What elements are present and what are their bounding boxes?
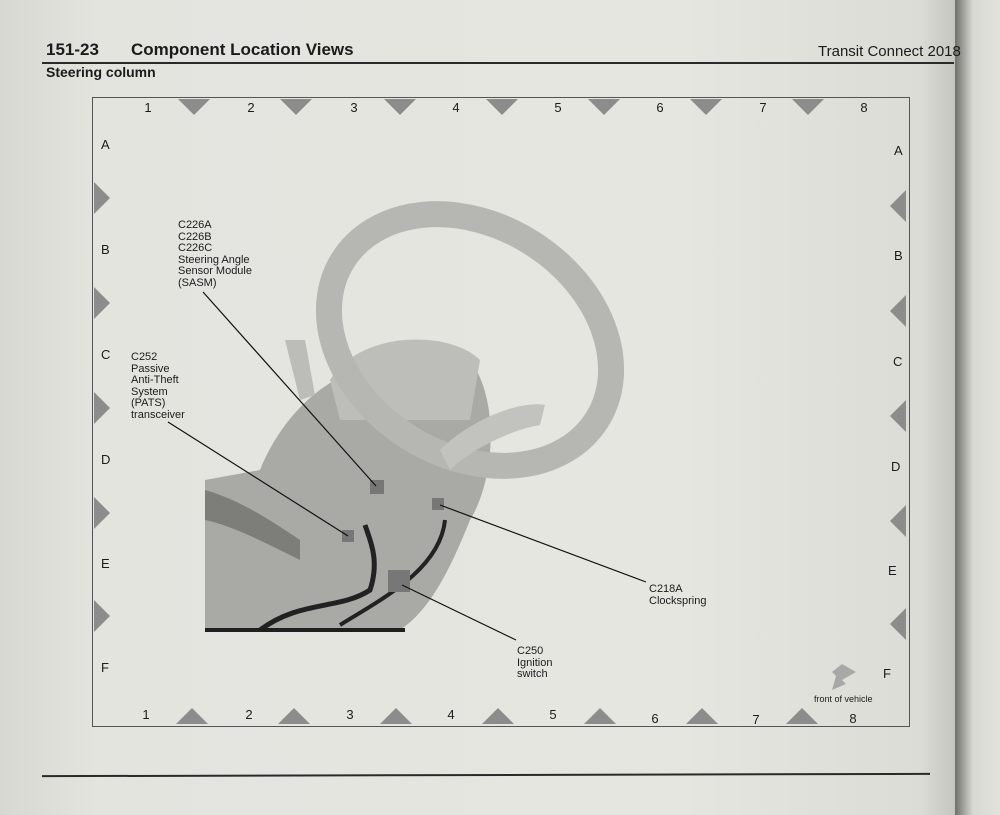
- row-label: F: [101, 660, 109, 675]
- row-label: E: [888, 563, 897, 578]
- publication-title: Transit Connect 2018: [818, 43, 961, 60]
- column-label: 4: [452, 100, 460, 115]
- column-label: 1: [142, 707, 150, 722]
- column-label: 6: [656, 100, 664, 115]
- row-label: A: [101, 137, 110, 152]
- callout-clockspring: C218A Clockspring: [649, 583, 707, 607]
- diagram-frame: [92, 97, 910, 727]
- column-label: 3: [350, 100, 358, 115]
- callout-sasm: C226A C226B C226C Steering Angle Sensor …: [178, 219, 252, 289]
- next-page-edge: [955, 0, 1000, 815]
- grid-markers: [94, 99, 906, 724]
- section-title: Component Location Views: [131, 40, 354, 59]
- column-label: 5: [554, 100, 562, 115]
- callout-ignition-switch: C250 Ignition switch: [517, 645, 553, 680]
- row-label: D: [891, 459, 901, 474]
- callout-pats-transceiver: C252 Passive Anti-Theft System (PATS) tr…: [131, 351, 185, 421]
- column-label: 8: [860, 100, 868, 115]
- header-rule: [42, 62, 954, 64]
- front-of-vehicle-label: front of vehicle: [814, 694, 873, 704]
- column-label: 7: [759, 100, 767, 115]
- row-label: C: [101, 347, 111, 362]
- subtitle: Steering column: [46, 64, 156, 80]
- column-label: 6: [651, 711, 659, 726]
- row-label: B: [894, 248, 903, 263]
- row-label: C: [893, 354, 903, 369]
- row-label: B: [101, 242, 110, 257]
- row-label: F: [883, 666, 891, 681]
- row-label: D: [101, 452, 111, 467]
- front-arrow-icon: [832, 664, 856, 690]
- leader-lines: [167, 291, 647, 641]
- column-label: 2: [245, 707, 253, 722]
- column-label: 1: [144, 100, 152, 115]
- row-label: E: [101, 556, 110, 571]
- column-label: 2: [247, 100, 255, 115]
- column-label: 3: [346, 707, 354, 722]
- page-number: 151-23: [46, 40, 99, 59]
- row-label: A: [894, 143, 903, 158]
- column-label: 5: [549, 707, 557, 722]
- column-label: 4: [447, 707, 455, 722]
- column-label: 8: [849, 711, 857, 726]
- column-label: 7: [752, 712, 760, 727]
